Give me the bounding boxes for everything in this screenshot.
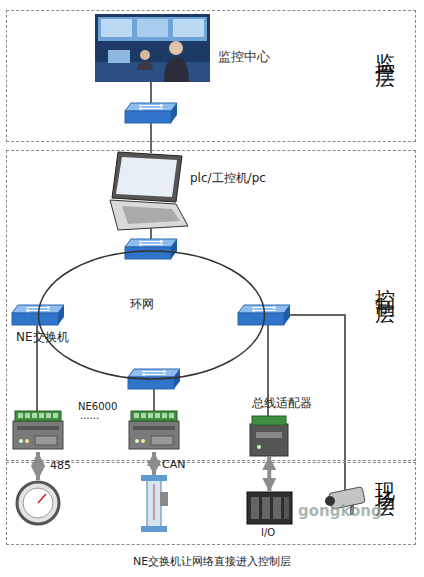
monitor-center-node: 监控中心	[95, 14, 210, 82]
485-double-arrow	[36, 452, 40, 480]
laptop-lid	[112, 152, 182, 202]
watermark: gongkong	[298, 503, 382, 520]
wall-screen	[173, 19, 204, 37]
ne6000-device	[129, 411, 179, 449]
plc-laptop-icon	[110, 152, 188, 230]
meter-float	[154, 484, 155, 520]
adapter-body	[250, 424, 288, 456]
photo-background	[95, 14, 210, 82]
laptop-keyboard	[122, 206, 180, 224]
wire	[150, 123, 152, 153]
layer-label: 监控层	[373, 37, 396, 61]
pressure-gauge	[17, 482, 59, 524]
io-body	[247, 492, 292, 524]
operator-head	[140, 50, 150, 60]
wires	[37, 82, 345, 490]
io-slot	[284, 497, 289, 519]
adapter-panel	[256, 432, 282, 438]
switch-icon	[125, 239, 177, 259]
layer-label: 现场层	[373, 466, 396, 490]
bus-name: CAN	[162, 459, 185, 471]
bus-name: 485	[50, 460, 71, 472]
video-wall	[98, 17, 207, 41]
gauge-ring	[17, 482, 59, 524]
node-label: plc/工控机/pc	[190, 172, 266, 186]
meter-fitting	[141, 526, 167, 532]
meter-fitting	[141, 475, 167, 481]
node-label: I/O	[261, 527, 275, 539]
double-arrow-connector	[267, 456, 271, 492]
layer-label: 控制层	[373, 273, 396, 297]
operator-body	[137, 61, 153, 70]
ring-outline-svg	[37, 250, 265, 380]
node-label: 监控中心	[218, 50, 270, 65]
wire	[150, 228, 152, 240]
ne-switch-node: NE交换机	[12, 305, 64, 325]
ring-network: 环网	[37, 250, 265, 380]
console-desk	[95, 62, 210, 82]
meter-head	[160, 492, 168, 506]
desk-monitor	[108, 50, 130, 63]
gauge-needle	[38, 494, 46, 503]
plc-laptop-node: plc/工控机/pc	[108, 150, 184, 230]
bus-adapter-icon	[250, 416, 288, 456]
layer-band: 监控层监控中心	[6, 10, 416, 142]
ellipsis-mark: ......	[80, 410, 99, 421]
io-module-node: I/O	[247, 492, 292, 524]
operator-head	[169, 41, 183, 55]
gauge-face	[23, 488, 53, 518]
switch-icon	[125, 103, 177, 123]
wall-screen	[101, 19, 132, 37]
meter-tube	[147, 478, 161, 528]
monitor-photo	[95, 14, 210, 82]
io-module-icon	[247, 492, 292, 524]
layer-band: 控制层 plc/工控机/pc 环网 NE交换机总线适配器	[6, 150, 416, 461]
ring-outline	[39, 251, 265, 379]
io-slot	[251, 497, 259, 519]
wire	[150, 82, 152, 104]
node-label: 总线适配器	[252, 397, 312, 411]
laptop-base	[110, 200, 188, 230]
bus-adapter-node: 总线适配器	[250, 416, 288, 456]
ring-label: 环网	[130, 298, 154, 312]
io-slot	[262, 497, 270, 519]
adapter-terminals	[252, 416, 286, 425]
node-label: NE交换机	[16, 331, 69, 345]
figure-caption: NE交换机让网络直接进入控制层	[0, 556, 424, 568]
adapter-led	[257, 445, 261, 449]
flow-meter	[141, 475, 168, 532]
operator-body	[164, 57, 189, 82]
wire	[153, 389, 155, 411]
io-slot	[273, 497, 281, 519]
can-double-arrow	[152, 452, 156, 475]
wall-screen	[137, 19, 168, 37]
laptop-screen	[116, 157, 177, 197]
ne6000-device	[13, 411, 63, 449]
